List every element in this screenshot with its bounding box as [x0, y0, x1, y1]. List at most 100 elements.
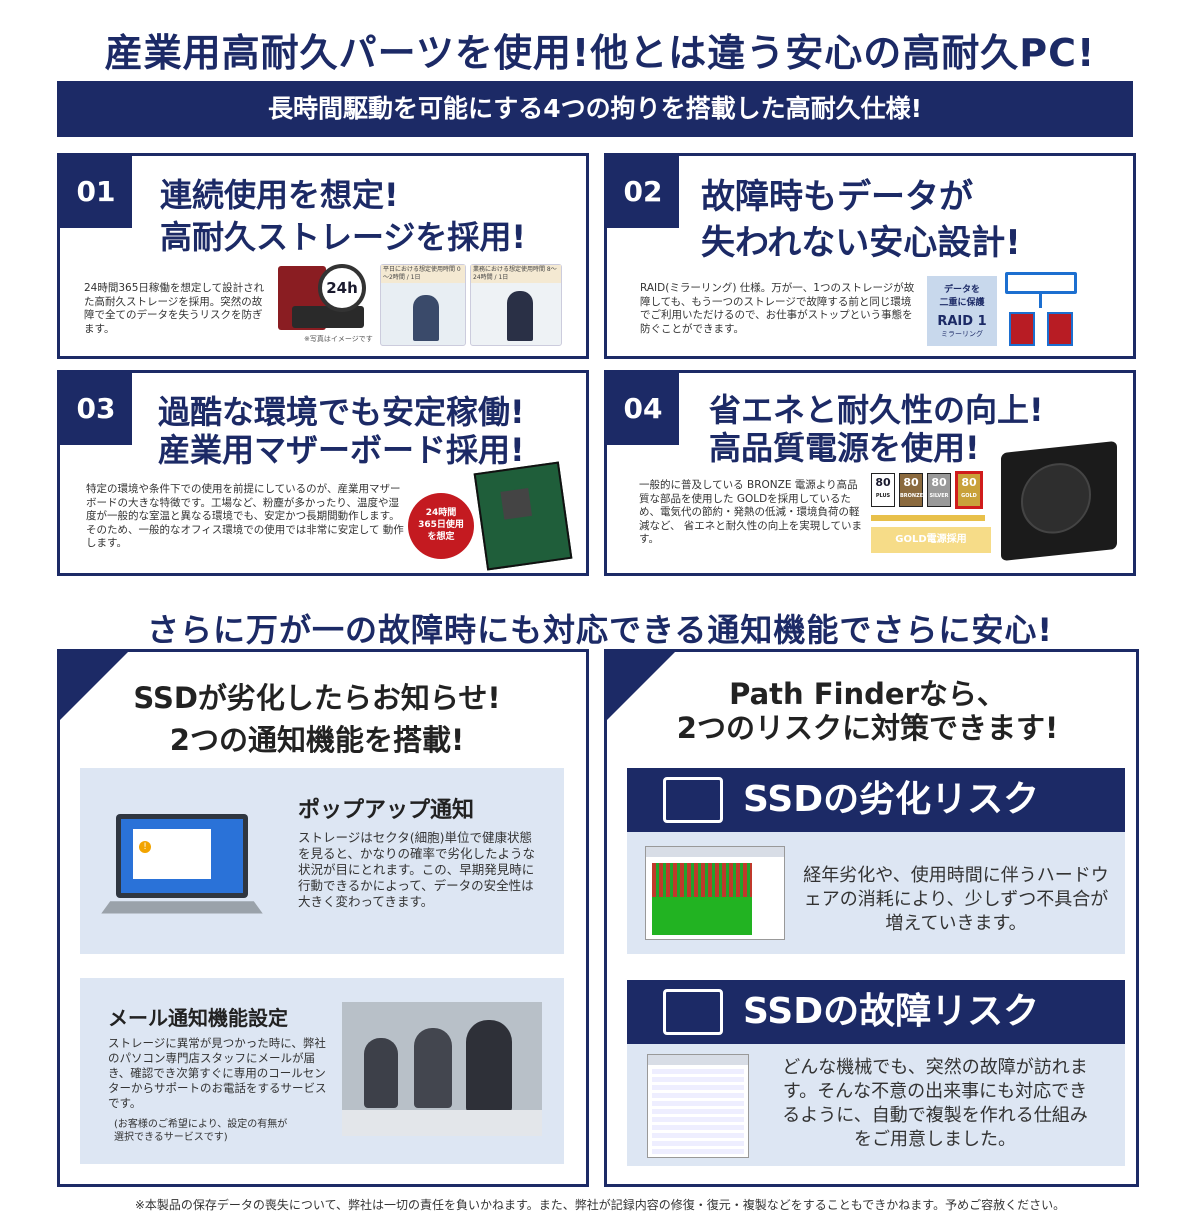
operator-3 [466, 1020, 512, 1112]
backup-screenshot [647, 1054, 749, 1158]
panel-title-line1: Path Finderなら、 [729, 677, 1006, 711]
24h-365-badge: 24時間 365日使用 を想定 [408, 493, 474, 559]
risk-text: どんな機械でも、突然の故障が訪れます。そんな不意の出来事にも対応できるように、自… [782, 1057, 1088, 1150]
popup-title: ポップアップ通知 [298, 798, 475, 823]
gold-arrow [871, 515, 985, 521]
card-number: 02 [607, 156, 679, 228]
photo-note: ※写真はイメージです [304, 335, 373, 343]
feature-card-04: 04 省エネと耐久性の向上! 高品質電源を使用! 一般的に普及している BRON… [604, 370, 1136, 576]
feature-card-02: 02 故障時もデータが 失われない安心設計! RAID(ミラーリング) 仕様。万… [604, 153, 1136, 359]
notification-panel: SSDが劣化したらお知らせ! 2つの通知機能を搭載! ! ポップアップ通知 スト… [57, 649, 589, 1187]
desk [342, 1110, 542, 1136]
backup-header [648, 1055, 748, 1065]
laptop-screen: ! [116, 814, 248, 898]
card-number: 04 [607, 373, 679, 445]
card-title-line1: 連続使用を想定! [160, 176, 399, 214]
photo-caption-2: 業務における想定使用時間 8～24時間 / 1日 [471, 265, 561, 283]
card-text: 特定の環境や条件下での使用を前提にしているのが、産業用マザーボードの大きな特徴で… [86, 483, 404, 549]
call-center-photo [342, 1002, 542, 1136]
mail-note: (お客様のご希望により、設定の有無が選択できるサービスです) [114, 1119, 288, 1143]
laptop-display: ! [121, 819, 243, 893]
raid-diagram-top [1005, 272, 1077, 294]
panel-corner [607, 652, 675, 720]
raid-sub: ミラーリング [941, 330, 983, 338]
raid-badge: データを 二重に保護 RAID 1 ミラーリング [927, 276, 997, 346]
raid-line1: データを [943, 285, 980, 295]
feature-card-01: 01 連続使用を想定! 高耐久ストレージを採用! 24時間365日稼働を想定して… [57, 153, 589, 359]
popup-text: ストレージはセクタ(細胞)単位で健康状態を見ると、かなりの確率で劣化したような状… [298, 830, 536, 909]
scan-grid-good [652, 897, 752, 935]
24h-badge: 24h [318, 264, 366, 312]
risk-label: SSDの故障リスク [743, 991, 1040, 1032]
warning-icon: ! [139, 841, 151, 853]
banner: 長時間駆動を可能にする4つの拘りを搭載した高耐久仕様! [57, 81, 1133, 137]
risk-text: 経年劣化や、使用時間に伴うハードウェアの消耗により、少しずつ不具合が増えていきま… [803, 865, 1109, 934]
raid-diagram-line [1039, 294, 1042, 308]
raid-name: RAID 1 [937, 314, 987, 329]
section-title: さらに万が一の故障時にも対応できる通知機能でさらに安心! [147, 611, 1053, 649]
risk-box-failure: どんな機械でも、突然の故障が訪れます。そんな不意の出来事にも対応できるように、自… [627, 1044, 1125, 1166]
card-number: 01 [60, 156, 132, 228]
laptop-base [101, 901, 263, 914]
ssd-image [292, 306, 364, 328]
raid-disk-right [1047, 312, 1073, 346]
pathfinder-panel: Path Finderなら、 2つのリスクに対策できます! SSDの劣化リスク … [604, 649, 1139, 1187]
operator-2 [414, 1028, 452, 1108]
card-title-line1: 過酷な環境でも安定稼働! [158, 393, 525, 431]
raid-line2: 二重に保護 [939, 298, 985, 308]
popup-notification-box: ! ポップアップ通知 ストレージはセクタ(細胞)単位で健康状態を見ると、かなりの… [80, 768, 564, 954]
panel-title-line1: SSDが劣化したらお知らせ! [133, 681, 501, 715]
ssd-icon [663, 777, 723, 823]
risk-label: SSDの劣化リスク [743, 779, 1040, 820]
motherboard-image [473, 461, 573, 571]
card-text: RAID(ミラーリング) 仕様。万が一、1つのストレージが故障しても、もう一つの… [640, 282, 915, 335]
risk-box-degradation: 経年劣化や、使用時間に伴うハードウェアの消耗により、少しずつ不具合が増えていきま… [627, 832, 1125, 954]
card-number: 03 [60, 373, 132, 445]
badge-line2: 365日使用 [418, 520, 464, 530]
photo-caption-1: 平日における想定使用時間 0～2時間 / 1日 [381, 265, 465, 283]
raid-disk-left [1009, 312, 1035, 346]
card-text: 24時間365日稼働を想定して設計された高耐久ストレージを採用。突然の故障で全て… [84, 282, 265, 335]
card-title-line1: 故障時もデータが [701, 177, 973, 217]
panel-title-line2: 2つのリスクに対策できます! [676, 711, 1059, 745]
office-photo-2: 業務における想定使用時間 8～24時間 / 1日 [470, 264, 562, 346]
page-title: 産業用高耐久パーツを使用!他とは違う安心の高耐久PC! [104, 31, 1096, 75]
ssd-icon [663, 989, 723, 1035]
person-1 [413, 295, 439, 341]
card-title-line1: 省エネと耐久性の向上! [709, 391, 1044, 429]
card-title-line2: 高品質電源を使用! [709, 429, 980, 467]
scan-header [646, 847, 784, 857]
footnote: ※本製品の保存データの喪失について、弊社は一切の責任を負いかねます。また、弊社が… [134, 1198, 1066, 1212]
popup-window-icon: ! [133, 829, 211, 879]
raid-diagram [1005, 272, 1077, 348]
mail-notification-box: メール通知機能設定 ストレージに異常が見つかった時に、弊社のパソコン専門店スタッ… [80, 978, 564, 1164]
mail-text: ストレージに異常が見つかった時に、弊社のパソコン専門店スタッフにメールが届き、確… [108, 1036, 327, 1110]
mail-title: メール通知機能設定 [108, 1006, 288, 1030]
panel-title-line2: 2つの通知機能を搭載! [169, 723, 465, 757]
card-text: 一般的に普及している BRONZE 電源より高品質な部品を使用した GOLDを採… [639, 479, 862, 545]
motherboard-chip [500, 488, 533, 520]
card-title-line2: 産業用マザーボード採用! [158, 431, 525, 469]
operator-1 [364, 1038, 398, 1108]
risk-bar-degradation: SSDの劣化リスク [627, 768, 1125, 832]
office-photo-1: 平日における想定使用時間 0～2時間 / 1日 [380, 264, 466, 346]
backup-list [652, 1069, 744, 1155]
risk-bar-failure: SSDの故障リスク [627, 980, 1125, 1044]
scan-grid-bad [652, 863, 752, 897]
gold-label: GOLD電源採用 [871, 527, 991, 553]
card-title-line2: 高耐久ストレージを採用! [160, 218, 526, 256]
panel-corner [60, 652, 128, 720]
psu-image [1001, 440, 1117, 562]
badge-line1: 24時間 [425, 508, 457, 518]
person-2 [507, 291, 533, 341]
disk-scan-screenshot [645, 846, 785, 940]
feature-card-03: 03 過酷な環境でも安定稼働! 産業用マザーボード採用! 特定の環境や条件下での… [57, 370, 589, 576]
card-title-line2: 失われない安心設計! [701, 223, 1021, 263]
psu-fan [1021, 459, 1091, 537]
laptop-icon: ! [101, 814, 263, 922]
badge-line3: を想定 [427, 532, 455, 542]
